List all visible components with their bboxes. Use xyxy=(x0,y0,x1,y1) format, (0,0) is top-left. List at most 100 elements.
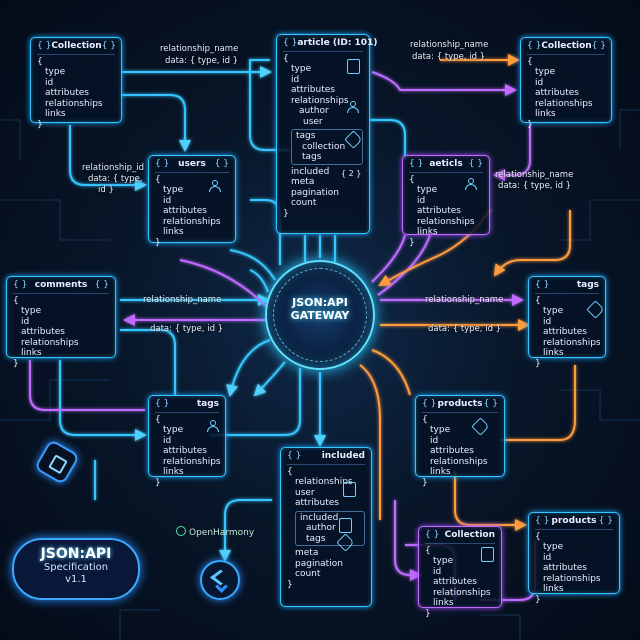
document-icon xyxy=(343,482,356,497)
field: pagination xyxy=(291,187,339,198)
edge-label: id } xyxy=(98,185,114,195)
field: count xyxy=(295,569,321,579)
field: user xyxy=(295,487,315,498)
field: id xyxy=(163,195,172,206)
field: meta xyxy=(295,548,319,558)
user-icon xyxy=(347,101,359,113)
field: links xyxy=(430,467,451,477)
close-brace: } xyxy=(535,594,541,605)
node-collection-bottom: { }Collection { type id attributes relat… xyxy=(418,526,502,619)
node-title: tags xyxy=(576,280,599,290)
open-brace: { xyxy=(409,174,415,185)
field: type xyxy=(21,306,42,316)
open-brace: { xyxy=(155,174,161,185)
field: type xyxy=(45,67,66,77)
document-icon xyxy=(347,59,360,74)
field: attributes xyxy=(45,88,89,98)
braces-icon: { } xyxy=(287,451,302,461)
edge-label: relationship_name xyxy=(425,295,504,305)
node-included: { }included { relationships user attribu… xyxy=(280,447,372,607)
node-tags-left: { }tags { type id attributes relationshi… xyxy=(148,395,226,488)
field: type xyxy=(163,425,184,435)
edge-label: relationship_name xyxy=(143,295,222,305)
field: links xyxy=(163,467,184,477)
field: author xyxy=(299,106,329,116)
field: id xyxy=(543,552,552,563)
node-products-middle: { }products{ } { type id attributes rela… xyxy=(415,395,505,488)
edge-label: data: { type, xyxy=(88,174,143,184)
field: relationships xyxy=(295,477,353,487)
field: attributes xyxy=(535,88,579,98)
field: attributes xyxy=(291,85,335,95)
field: attributes xyxy=(433,577,477,587)
braces-icon: { } xyxy=(535,516,550,526)
field: attributes xyxy=(295,498,339,508)
edge-label: data: { type, id } xyxy=(412,52,486,62)
field: type xyxy=(535,67,556,77)
flutter-logo-icon xyxy=(200,560,240,600)
field: attributes xyxy=(430,446,474,456)
node-title: article (ID: 101) xyxy=(297,38,378,48)
document-icon xyxy=(339,518,352,533)
close-brace: } xyxy=(535,358,541,369)
field: attributes xyxy=(417,206,461,216)
braces-icon: { } xyxy=(214,159,229,169)
open-brace: { xyxy=(13,295,19,306)
node-products-bottom-right: { }products{ } { type id attributes rela… xyxy=(528,512,620,605)
edge-label: relationship_name xyxy=(495,170,574,180)
node-comments: { }comments{ } { type id attributes rela… xyxy=(6,276,116,369)
close-brace: } xyxy=(527,119,533,130)
close-brace: } xyxy=(425,608,431,619)
field: id xyxy=(163,435,172,446)
field: tags xyxy=(302,152,322,162)
edge-label: data: { type, id } xyxy=(428,324,502,334)
open-brace: { xyxy=(283,53,289,64)
node-title: Collection xyxy=(444,530,495,540)
edge-label: data: { type, id } xyxy=(498,181,572,191)
braces-icon: { } xyxy=(598,516,613,526)
field: attributes xyxy=(21,327,65,337)
gateway-title: JSON:API GATEWAY xyxy=(265,296,375,322)
field: relationships xyxy=(430,456,488,467)
field: type xyxy=(430,425,451,435)
user-icon xyxy=(209,180,221,192)
field: included xyxy=(300,512,339,523)
braces-icon: { } xyxy=(13,280,28,290)
field: author xyxy=(306,523,336,533)
field: user xyxy=(303,116,323,127)
braces-icon: { } xyxy=(422,399,437,409)
braces-icon: { } xyxy=(591,41,607,51)
node-title: products xyxy=(437,399,483,409)
open-brace: { xyxy=(535,531,541,542)
node-collection-top-right: { }Collection{ } { type id attributes re… xyxy=(520,37,612,130)
edge-label: relationship_name xyxy=(410,40,489,50)
field: relationships xyxy=(291,95,349,106)
close-brace: } xyxy=(422,477,428,488)
field: relationships xyxy=(535,98,593,109)
open-brace: { xyxy=(422,414,428,425)
gateway-hub xyxy=(265,260,375,370)
node-title: Collection xyxy=(51,41,102,51)
braces-icon: { } xyxy=(37,41,52,51)
user-icon xyxy=(465,178,477,190)
braces-icon: { } xyxy=(468,159,483,169)
user-icon xyxy=(207,420,219,432)
tags-subgroup: tags collection tags xyxy=(291,129,363,165)
braces-icon: { } xyxy=(527,41,542,51)
node-title: aeticls xyxy=(429,159,463,169)
spec-sub-line-1: Specification xyxy=(43,562,109,573)
close-brace: } xyxy=(287,579,293,590)
field: id xyxy=(45,77,54,88)
edge-label: relationship_name xyxy=(160,44,239,54)
open-brace: { xyxy=(37,56,43,67)
node-title: included xyxy=(321,451,365,461)
field: type xyxy=(543,306,564,316)
field: relationships xyxy=(543,337,601,348)
edge-label: relationship_id xyxy=(82,163,144,173)
node-title: products xyxy=(551,516,597,526)
field: id xyxy=(417,195,426,206)
field: id xyxy=(430,435,439,446)
field: included xyxy=(291,166,330,177)
field: count xyxy=(291,198,317,208)
